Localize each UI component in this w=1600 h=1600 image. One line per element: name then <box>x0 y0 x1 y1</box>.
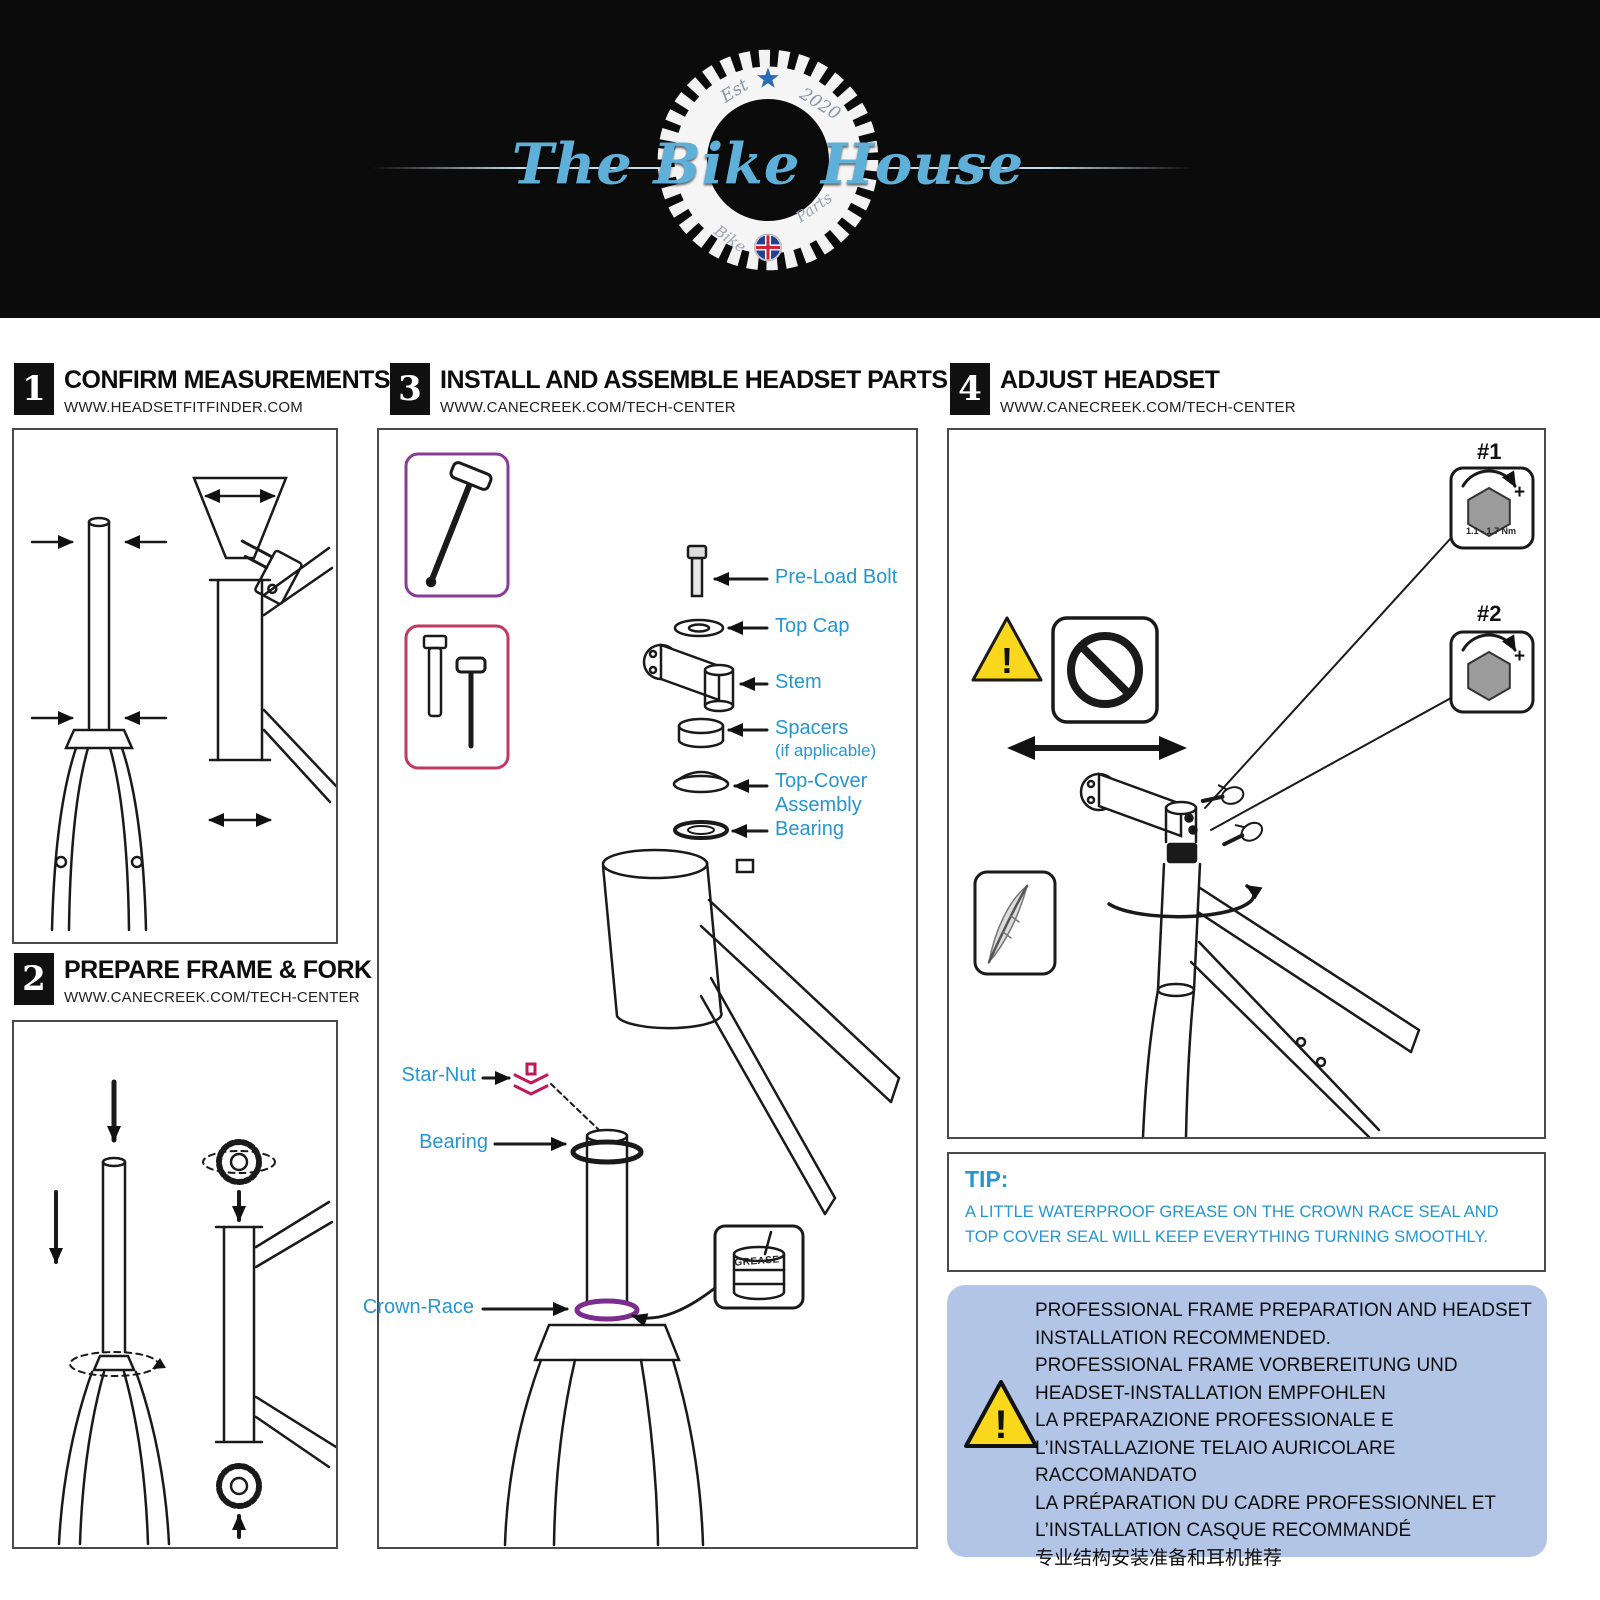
notice-box: ! PROFESSIONAL FRAME PREPARATION AND HEA… <box>947 1285 1547 1569</box>
section-url-confirm: WWW.HEADSETFITFINDER.COM <box>64 399 303 416</box>
section-url-adjust: WWW.CANECREEK.COM/TECH-CENTER <box>1000 399 1296 416</box>
top-cap-part <box>673 618 725 638</box>
svg-text:!: ! <box>994 1403 1007 1447</box>
panel-adjust-headset: ! <box>947 428 1546 1139</box>
section-title-confirm: CONFIRM MEASUREMENTS <box>64 366 391 394</box>
panel-install-assemble <box>377 428 918 1549</box>
label-stem: Stem <box>775 671 822 693</box>
section-title-prepare: PREPARE FRAME & FORK <box>64 956 372 984</box>
frame-headtube-drawing <box>601 848 901 1216</box>
section-title-adjust: ADJUST HEADSET <box>1000 366 1220 394</box>
tool-box-punch <box>404 624 510 770</box>
tip-title: TIP: <box>965 1166 1009 1192</box>
plus-sign-2: + <box>1514 646 1526 667</box>
grease-arrow <box>631 1286 717 1327</box>
star-nut-part <box>513 1062 549 1096</box>
header-banner: Est 2020 Bike Parts The Bike House <box>0 0 1600 318</box>
pre-load-bolt-part <box>686 544 708 598</box>
tip-box: TIP: A LITTLE WATERPROOF GREASE ON THE C… <box>947 1152 1546 1272</box>
bearing-top-part <box>673 820 729 840</box>
torque-spec: 1.1 - 1.7 Nm <box>1465 526 1517 536</box>
plus-sign-1: + <box>1514 482 1526 503</box>
adjust-diagram: ! <box>971 466 1535 1137</box>
section-number-1: 1 <box>14 363 54 415</box>
notice-text-block: PROFESSIONAL FRAME PREPARATION AND HEADS… <box>1035 1297 1533 1572</box>
label-top-cover-1: Top-Cover <box>775 770 868 792</box>
section-url-prepare: WWW.CANECREEK.COM/TECH-CENTER <box>64 989 360 1006</box>
brand-title: The Bike House <box>511 131 1025 198</box>
label-top-cap: Top Cap <box>775 615 850 637</box>
label-bearing-top: Bearing <box>775 818 844 840</box>
panel-prepare-frame-fork <box>12 1020 338 1549</box>
logo-gear-icon: Est 2020 Bike Parts <box>657 49 879 271</box>
panel-confirm-measurements <box>12 428 338 944</box>
section-url-install: WWW.CANECREEK.COM/TECH-CENTER <box>440 399 736 416</box>
section-title-install: INSTALL AND ASSEMBLE HEADSET PARTS <box>440 366 948 394</box>
tool-box-hammer <box>404 452 510 598</box>
section-number-2: 2 <box>14 953 54 1005</box>
notice-line: PROFESSIONAL FRAME VORBEREITUNG UND HEAD… <box>1035 1355 1458 1404</box>
pointing-hand-icon-2 <box>1222 821 1264 847</box>
stem-part <box>642 643 735 713</box>
label-bearing-bottom: Bearing <box>419 1131 488 1153</box>
brand-star-icon <box>757 67 779 88</box>
warning-triangle-icon: ! <box>971 616 1043 682</box>
tip-text: A LITTLE WATERPROOF GREASE ON THE CROWN … <box>965 1203 1499 1246</box>
label-star-nut: Star-Nut <box>401 1064 476 1086</box>
fork-crown-race-drawing <box>49 1079 171 1546</box>
section-number-4: 4 <box>950 363 990 415</box>
label-spacers-note: (if applicable) <box>775 741 877 760</box>
top-cover-part <box>672 770 730 794</box>
crown-race-part <box>574 1298 640 1322</box>
prohibition-icon <box>1051 616 1159 724</box>
label-arrows <box>481 572 769 1316</box>
spacer-part <box>677 717 725 749</box>
notice-line: PROFESSIONAL FRAME PREPARATION AND HEADS… <box>1035 1300 1532 1349</box>
caliper-icon <box>240 539 303 605</box>
prepare-diagram <box>49 1079 336 1546</box>
tool2-number: #2 <box>1477 601 1502 626</box>
label-top-cover-2: Assembly <box>775 794 862 816</box>
label-spacers: Spacers <box>775 717 849 739</box>
section-number-3: 3 <box>390 363 430 415</box>
pointing-hand-icon-1 <box>1200 784 1245 805</box>
feather-icon <box>973 870 1057 976</box>
headtube-drawing <box>192 476 336 827</box>
exploded-headset-diagram <box>404 452 901 1547</box>
headtube-press-drawing <box>202 1139 336 1539</box>
grease-can <box>713 1224 805 1310</box>
steerer-fork-drawing <box>503 1128 705 1547</box>
tool1-number: #1 <box>1477 439 1502 464</box>
stem-steerer-drawing <box>1079 772 1421 1137</box>
measurement-diagram <box>30 476 336 932</box>
notice-warning-triangle-icon: ! <box>964 1380 1038 1448</box>
notice-line: 专业结构安装准备和耳机推荐 <box>1035 1547 1283 1569</box>
hex-tool-icon-1 <box>1449 466 1535 550</box>
measure-arrows <box>30 535 168 725</box>
svg-text:!: ! <box>1001 640 1013 681</box>
notice-line: LA PREPARAZIONE PROFESSIONALE E L’INSTAL… <box>1035 1410 1396 1486</box>
label-crown-race: Crown-Race <box>362 1296 474 1318</box>
hex-tool-icon-2 <box>1449 630 1535 714</box>
fork-drawing <box>50 516 148 932</box>
uk-flag-icon <box>754 233 782 262</box>
double-arrow-icon <box>1007 736 1187 760</box>
label-pre-load-bolt: Pre-Load Bolt <box>775 566 898 588</box>
notice-line: LA PRÉPARATION DU CADRE PROFESSIONNEL ET… <box>1035 1492 1496 1542</box>
